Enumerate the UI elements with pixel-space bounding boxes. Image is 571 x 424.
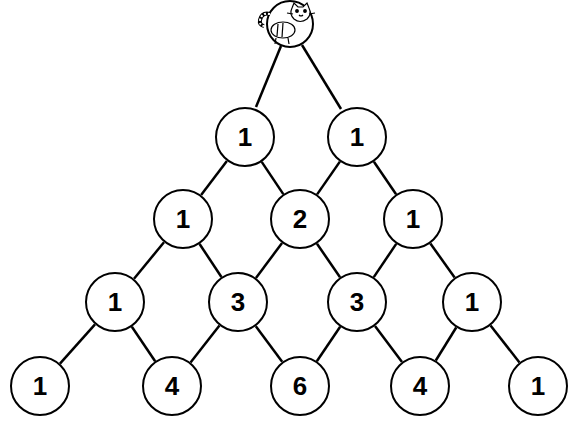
cat-stripe bbox=[282, 23, 283, 37]
cat-leg bbox=[275, 38, 276, 44]
number-label: 4 bbox=[413, 373, 427, 399]
cat-tail bbox=[260, 14, 270, 26]
number-label: 1 bbox=[108, 289, 122, 315]
number-circle: 1 bbox=[508, 356, 568, 416]
number-circle: 1 bbox=[85, 272, 145, 332]
tree-connector bbox=[430, 243, 454, 277]
cat-link-line bbox=[256, 46, 281, 107]
number-label: 1 bbox=[465, 289, 479, 315]
tree-connector bbox=[491, 326, 520, 363]
circle-shape bbox=[209, 273, 267, 331]
tree-connector bbox=[200, 244, 222, 277]
tree-connector bbox=[317, 244, 340, 278]
cat-figure bbox=[260, 3, 315, 44]
cat-circle bbox=[267, 1, 313, 47]
cat-eye bbox=[296, 10, 299, 13]
number-circle: 1 bbox=[442, 272, 502, 332]
number-circle: 2 bbox=[270, 189, 330, 249]
number-label: 1 bbox=[406, 206, 420, 232]
number-circle: 1 bbox=[383, 189, 443, 249]
number-circle: 1 bbox=[10, 356, 70, 416]
number-circle: 3 bbox=[208, 272, 268, 332]
cat-head bbox=[291, 3, 310, 22]
tree-connector bbox=[317, 162, 340, 195]
tree-connector bbox=[60, 324, 95, 363]
tree-connector bbox=[132, 327, 155, 361]
number-label: 3 bbox=[231, 289, 245, 315]
circle-shape bbox=[271, 190, 329, 248]
circle-shape bbox=[443, 273, 501, 331]
circle-shape bbox=[143, 357, 201, 415]
number-label: 1 bbox=[350, 124, 364, 150]
tree-connector bbox=[256, 326, 282, 362]
cat-whisker bbox=[287, 13, 293, 14]
circle-shape bbox=[86, 273, 144, 331]
circle-shape bbox=[154, 190, 212, 248]
tree-connector bbox=[374, 244, 396, 277]
number-circle: 4 bbox=[142, 356, 202, 416]
cat-mouth bbox=[299, 15, 303, 16]
number-circle: 3 bbox=[327, 272, 387, 332]
tree-connector bbox=[375, 326, 402, 362]
circle-shape bbox=[328, 108, 386, 166]
circle-shape bbox=[11, 357, 69, 415]
cat-stripe bbox=[277, 24, 278, 36]
tree-connector bbox=[256, 243, 282, 278]
number-circle: 4 bbox=[390, 356, 450, 416]
number-circle: 1 bbox=[153, 189, 213, 249]
number-label: 1 bbox=[33, 373, 47, 399]
tree-connector bbox=[374, 162, 396, 194]
number-label: 6 bbox=[293, 373, 307, 399]
circle-shape bbox=[384, 190, 442, 248]
circle-shape bbox=[328, 273, 386, 331]
number-label: 1 bbox=[531, 373, 545, 399]
cat-leg bbox=[288, 38, 289, 44]
circle-shape bbox=[216, 108, 274, 166]
number-label: 2 bbox=[293, 206, 307, 232]
number-label: 1 bbox=[176, 206, 190, 232]
tree-connector bbox=[317, 327, 340, 361]
tree-connector bbox=[191, 326, 220, 363]
cat-link-line bbox=[302, 45, 341, 109]
circle-shape bbox=[509, 357, 567, 415]
tree-connector bbox=[134, 242, 164, 279]
circle-shape bbox=[391, 357, 449, 415]
tree-connector bbox=[262, 162, 284, 194]
cat-whisker bbox=[309, 13, 315, 14]
number-circle: 6 bbox=[270, 356, 330, 416]
number-label: 3 bbox=[350, 289, 364, 315]
number-label: 4 bbox=[165, 373, 179, 399]
cat-body bbox=[271, 22, 295, 38]
tree-connector bbox=[201, 161, 227, 195]
number-label: 1 bbox=[238, 124, 252, 150]
tree-connector bbox=[436, 328, 456, 361]
circle-shape bbox=[271, 357, 329, 415]
cat-tail-stripes bbox=[260, 14, 270, 26]
number-circle: 1 bbox=[215, 107, 275, 167]
number-circle: 1 bbox=[327, 107, 387, 167]
cat-eye bbox=[304, 10, 307, 13]
